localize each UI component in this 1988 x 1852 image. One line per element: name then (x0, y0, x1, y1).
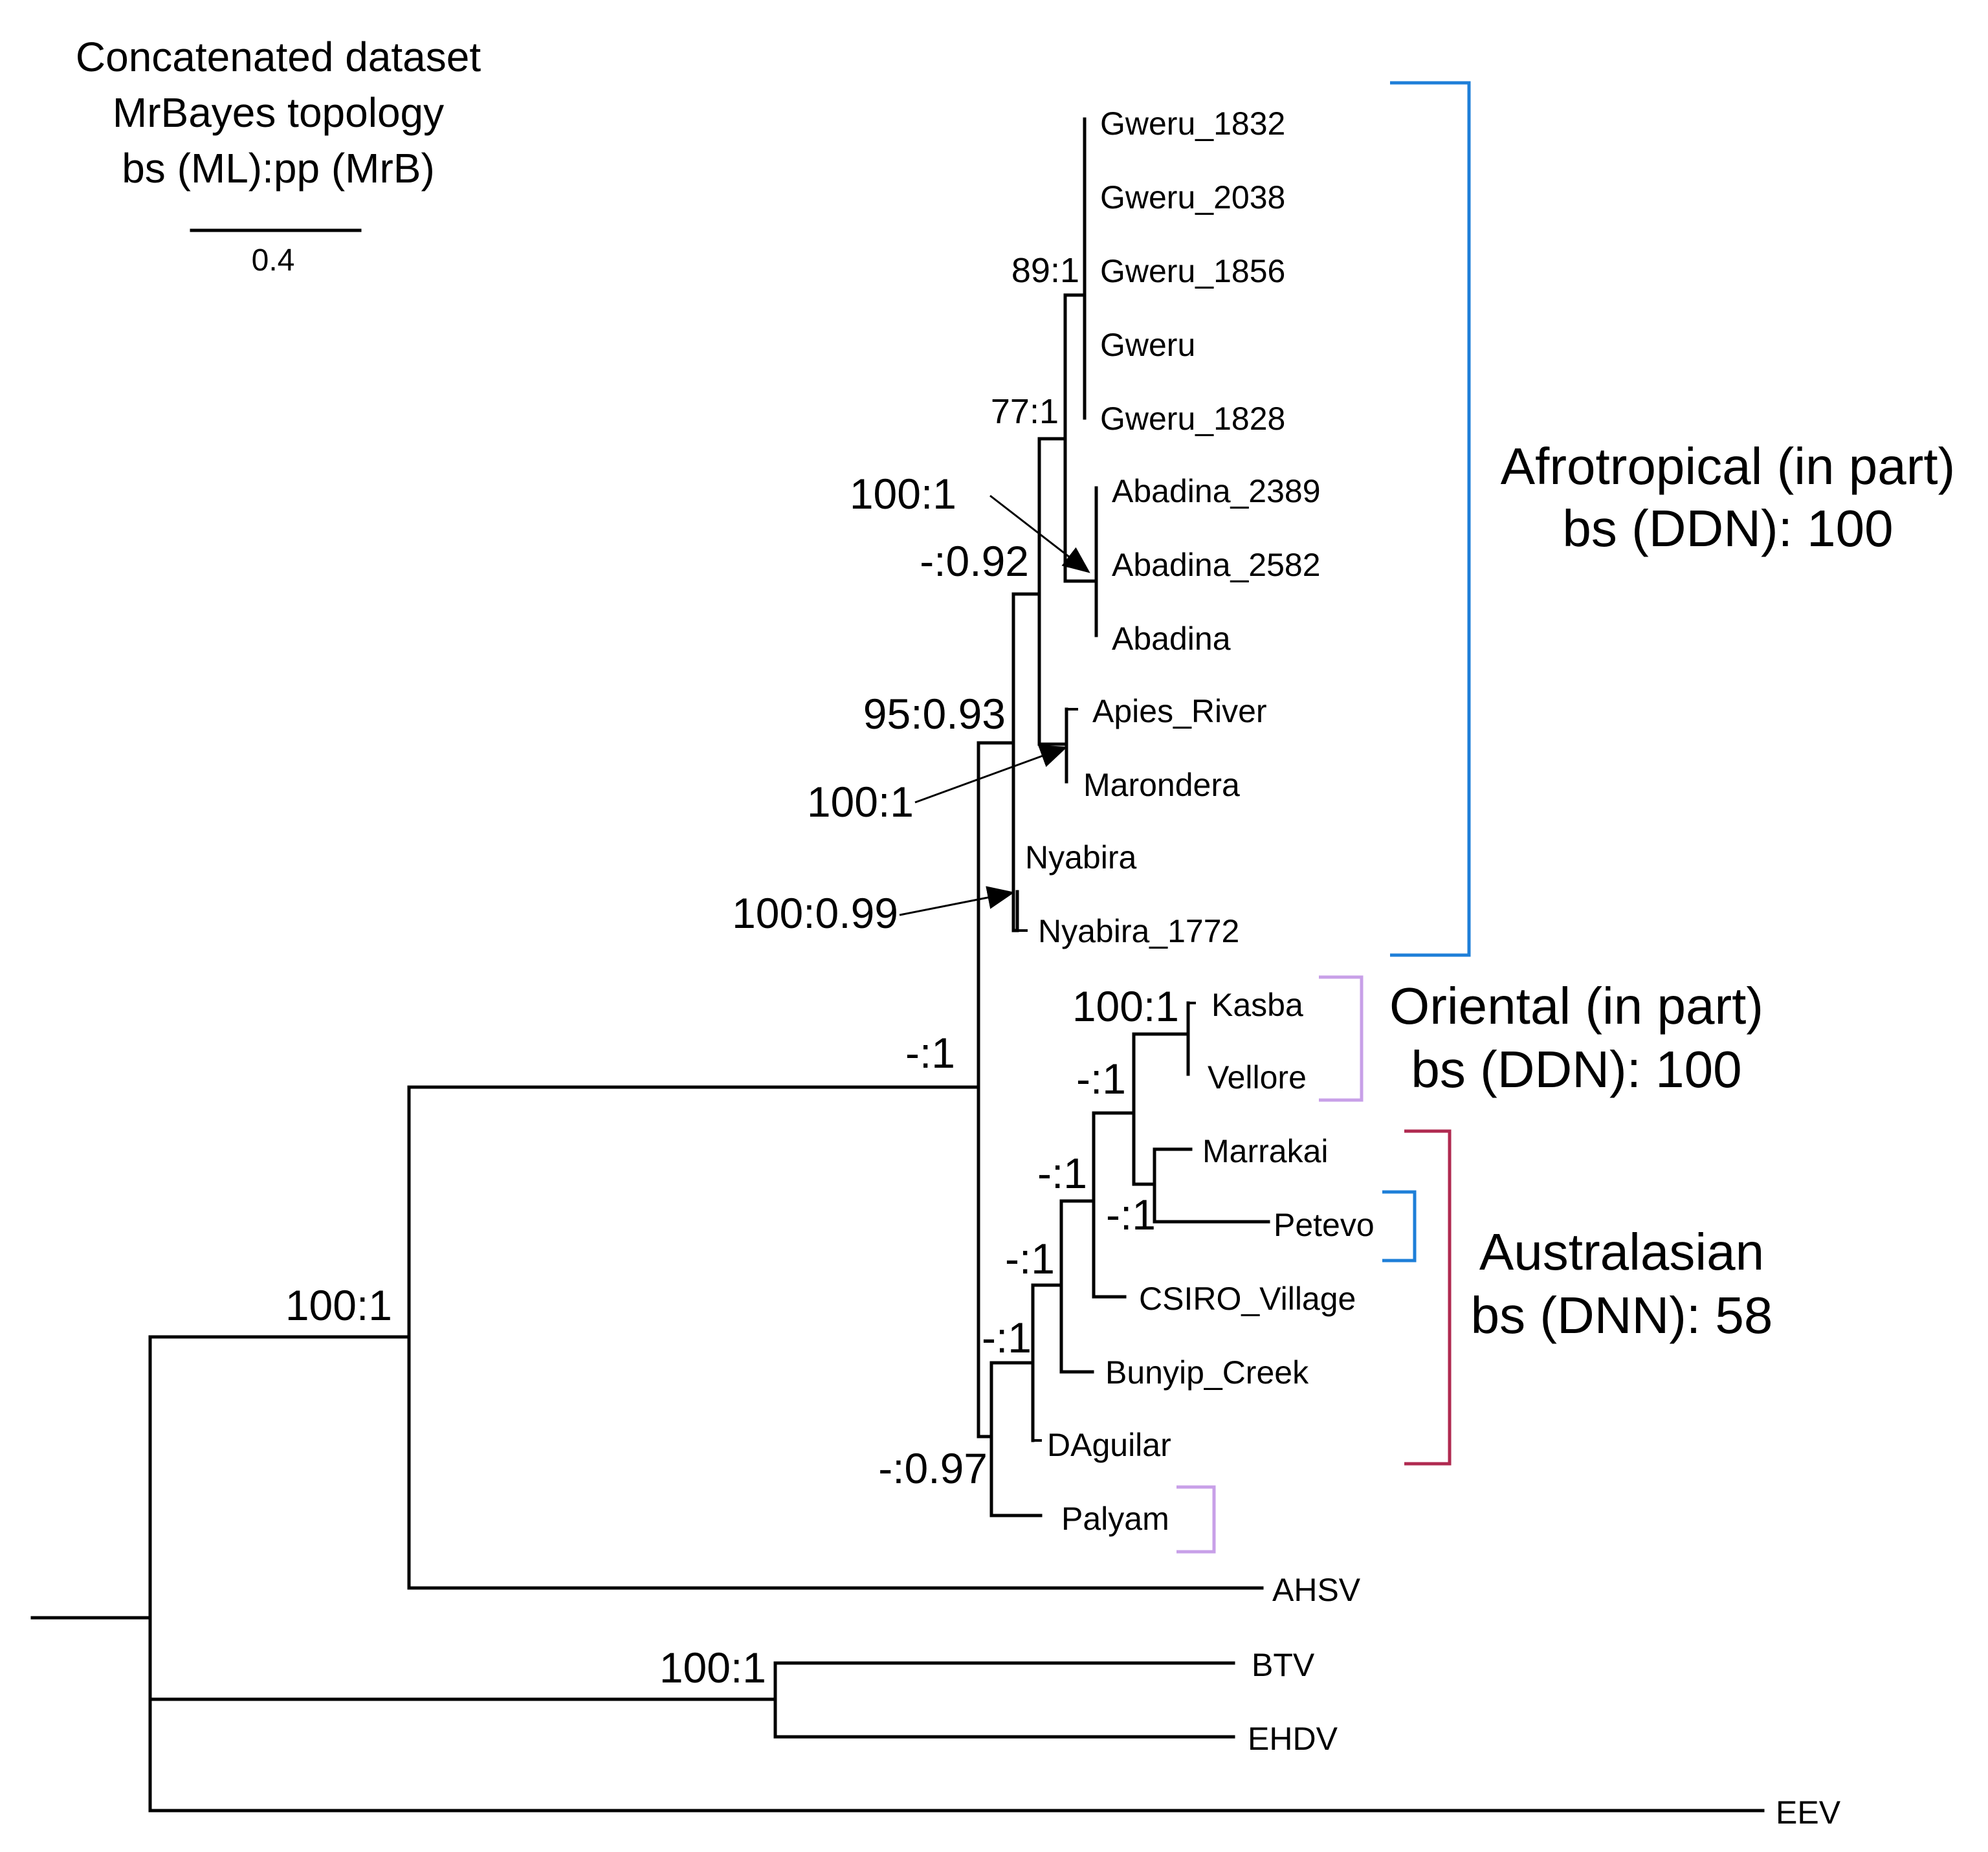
australasian-bs: bs (DNN): 58 (1471, 1286, 1773, 1344)
support-ingroup: -:1 (905, 1029, 955, 1077)
arrow-apies-marondera (914, 745, 1068, 804)
arrow-abadina-clade (989, 494, 1090, 573)
taxon-gweru-2038: Gweru_2038 (1100, 179, 1285, 215)
taxon-daguilar: DAguilar (1047, 1427, 1171, 1463)
support-apies-marondera: 100:1 (807, 778, 914, 826)
title-line-2: MrBayes topology (113, 89, 444, 136)
taxon-abadina-2389: Abadina_2389 (1112, 473, 1321, 509)
support-daguilar-node: -:1 (982, 1314, 1032, 1361)
taxon-gweru-1832: Gweru_1832 (1100, 105, 1285, 142)
taxon-gweru: Gweru (1100, 327, 1195, 363)
support-ahsv-node: 100:1 (285, 1281, 392, 1329)
support-marrakai-petevo: -:1 (1106, 1191, 1156, 1239)
support-btv-ehdv: 100:1 (659, 1644, 766, 1692)
support-afro-inner: -:0.92 (920, 537, 1029, 585)
australasian-label: Australasian (1479, 1223, 1764, 1281)
title-line-1: Concatenated dataset (76, 34, 481, 80)
support-gweru-clade: 89:1 (1011, 251, 1079, 290)
tree-branches (30, 117, 1765, 1813)
region-labels: Afrotropical (in part) bs (DDN): 100 Ori… (1389, 437, 1955, 1344)
taxon-bunyip-creek: Bunyip_Creek (1105, 1354, 1309, 1391)
taxon-ehdv: EHDV (1248, 1721, 1338, 1757)
taxon-vellore: Vellore (1208, 1059, 1307, 1096)
oriental-bs: bs (DDN): 100 (1411, 1041, 1741, 1098)
title-line-3: bs (ML):pp (MrB) (122, 145, 435, 192)
support-values: 89:1 77:1 100:1 -:0.92 95:0.93 100:1 100… (285, 251, 1179, 1692)
support-abadina-clade: 100:1 (850, 470, 956, 518)
support-kasba-vellore: 100:1 (1072, 982, 1179, 1030)
taxon-marrakai: Marrakai (1202, 1133, 1328, 1169)
taxon-eev: EEV (1776, 1794, 1841, 1831)
taxon-btv: BTV (1252, 1647, 1315, 1683)
taxon-nyabira-1772: Nyabira_1772 (1038, 913, 1239, 949)
scale-bar-label: 0.4 (252, 243, 295, 278)
taxon-abadina: Abadina (1112, 621, 1231, 657)
support-nyabira-pair: 100:0.99 (732, 889, 898, 937)
support-afro-clade: 95:0.93 (863, 690, 1006, 738)
oriental-bracket (1319, 975, 1364, 1102)
taxon-ahsv: AHSV (1272, 1572, 1361, 1608)
taxon-petevo: Petevo (1274, 1207, 1375, 1243)
support-csiro-node: -:1 (1037, 1149, 1087, 1197)
petevo-bracket (1382, 1190, 1417, 1262)
support-gweru-abadina: 77:1 (991, 392, 1059, 431)
australasian-bracket (1404, 1129, 1452, 1466)
taxon-gweru-1828: Gweru_1828 (1100, 401, 1285, 437)
taxon-gweru-1856: Gweru_1856 (1100, 253, 1285, 289)
palyam-bracket (1176, 1485, 1216, 1554)
afrotropical-label: Afrotropical (in part) (1501, 437, 1955, 495)
support-bunyip-node: -:1 (1005, 1235, 1055, 1283)
taxon-csiro-village: CSIRO_Village (1139, 1281, 1356, 1317)
arrow-nyabira-pair (899, 886, 1015, 916)
taxon-labels: Gweru_1832 Gweru_2038 Gweru_1856 Gweru G… (1025, 105, 1841, 1831)
taxon-apies-river: Apies_River (1092, 693, 1267, 729)
taxon-kasba: Kasba (1211, 987, 1303, 1023)
taxon-marondera: Marondera (1083, 767, 1240, 803)
taxon-abadina-2582: Abadina_2582 (1112, 547, 1321, 583)
taxon-nyabira: Nyabira (1025, 839, 1136, 876)
afrotropical-bracket (1390, 81, 1471, 957)
region-brackets (1176, 81, 1471, 1554)
afrotropical-bs: bs (DDN): 100 (1562, 500, 1893, 557)
oriental-label: Oriental (in part) (1389, 977, 1763, 1035)
taxon-palyam: Palyam (1061, 1501, 1169, 1537)
support-oriental-marrakai: -:1 (1076, 1055, 1126, 1103)
support-palyam-node: -:0.97 (878, 1444, 988, 1492)
